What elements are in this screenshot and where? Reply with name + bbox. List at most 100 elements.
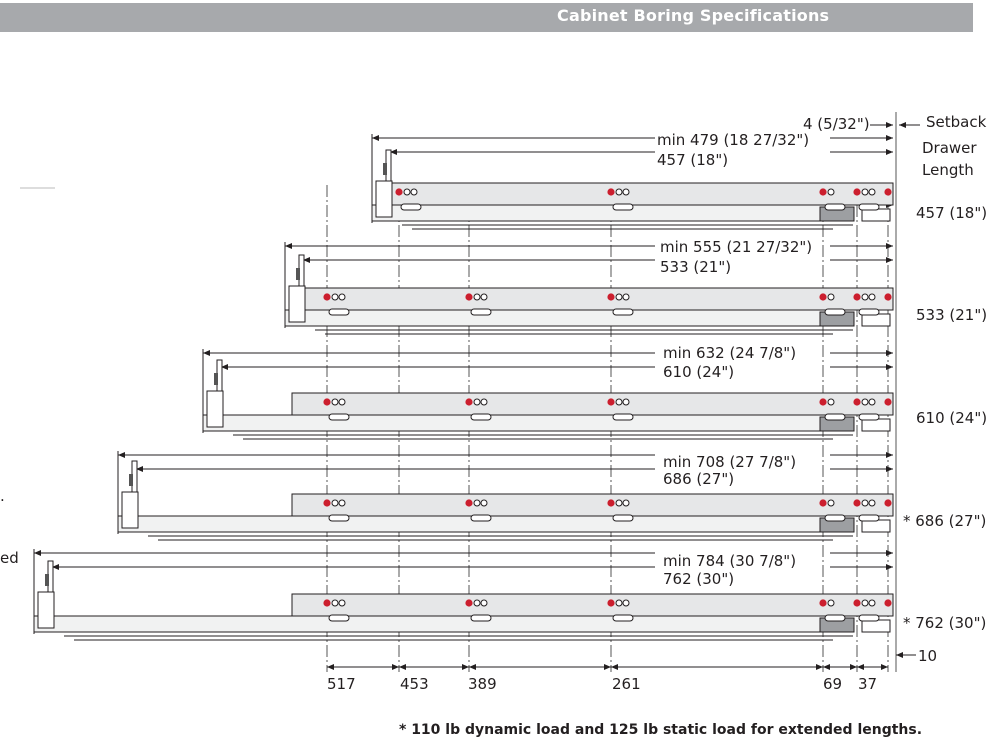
- row1-rear-bracket: [861, 208, 891, 222]
- row2-length-label: 533 (21"): [916, 306, 988, 324]
- row4-slot: [858, 514, 880, 522]
- dim-37: 37: [858, 675, 878, 693]
- arrowhead: [886, 135, 893, 141]
- row3-red-hole-end: [884, 398, 892, 406]
- dim-517: 517: [327, 675, 356, 693]
- row2-locking-grip: [296, 268, 300, 280]
- row4-red-hole: [323, 499, 331, 507]
- row1-hole: [827, 188, 835, 196]
- arrowhead: [221, 364, 228, 370]
- row2-hole: [480, 293, 488, 301]
- row3-hole: [473, 398, 481, 406]
- arrowhead: [118, 452, 125, 458]
- row1-drawer-member: [371, 204, 834, 222]
- row4-slot: [328, 514, 350, 522]
- arrowhead: [203, 350, 210, 356]
- row3-hole: [615, 398, 623, 406]
- row5-hole: [615, 599, 623, 607]
- arrowhead: [462, 664, 469, 670]
- dim-10: 10: [918, 647, 938, 665]
- row1-slot: [612, 203, 634, 211]
- row4-red-hole: [853, 499, 861, 507]
- row5-slot: [328, 614, 350, 622]
- row1-hole: [622, 188, 630, 196]
- row5-hole: [331, 599, 339, 607]
- row2-red-hole: [607, 293, 615, 301]
- row1-slot: [858, 203, 880, 211]
- row4-hole: [338, 499, 346, 507]
- row2-hole: [861, 293, 869, 301]
- left-cut-text-1: .: [0, 487, 5, 505]
- row1-front-bracket: [375, 180, 393, 218]
- row5-red-hole: [323, 599, 331, 607]
- arrowhead: [823, 664, 830, 670]
- row1-min-label: min 479 (18 27/32"): [657, 131, 810, 149]
- row2-slot: [612, 308, 634, 316]
- row3-slot: [858, 413, 880, 421]
- row5-slot: [824, 614, 846, 622]
- row1-red-hole-end: [884, 188, 892, 196]
- arrowhead: [52, 564, 59, 570]
- left-cut-text-2: ed: [0, 549, 19, 567]
- row2-red-hole: [853, 293, 861, 301]
- row2-hole: [868, 293, 876, 301]
- row4-hole: [331, 499, 339, 507]
- row5-hole: [622, 599, 630, 607]
- row5-slide-body: [291, 593, 894, 617]
- drawer-length-label-1: Drawer: [922, 139, 977, 157]
- arrowhead: [896, 652, 903, 658]
- arrowhead: [886, 257, 893, 263]
- row1-slide-body: [391, 182, 894, 206]
- arrowhead: [816, 664, 823, 670]
- row2-hole: [615, 293, 623, 301]
- arrowhead: [611, 664, 618, 670]
- row4-length-label: * 686 (27"): [903, 512, 987, 530]
- row2-min-label: min 555 (21 27/32"): [660, 238, 813, 256]
- row4-slot: [612, 514, 634, 522]
- row2-hole: [338, 293, 346, 301]
- row1-slot: [824, 203, 846, 211]
- row3-slot: [328, 413, 350, 421]
- row2-nominal-label: 533 (21"): [660, 258, 732, 276]
- row2-hole: [473, 293, 481, 301]
- row5-hole: [473, 599, 481, 607]
- row5-length-label: * 762 (30"): [903, 614, 987, 632]
- arrowhead: [327, 664, 334, 670]
- row5-min-label: min 784 (30 7/8"): [663, 552, 797, 570]
- row5-slot: [612, 614, 634, 622]
- row1-red-hole: [607, 188, 615, 196]
- row3-hole: [868, 398, 876, 406]
- row5-hole: [861, 599, 869, 607]
- header-bar: [0, 3, 973, 32]
- row1-length-label: 457 (18"): [916, 204, 988, 222]
- row3-nominal-label: 610 (24"): [663, 363, 735, 381]
- row3-hole: [338, 398, 346, 406]
- arrowhead: [886, 149, 893, 155]
- arrowhead: [850, 664, 857, 670]
- row4-rear-bracket: [861, 519, 891, 533]
- arrowhead: [886, 466, 893, 472]
- row3-red-hole: [607, 398, 615, 406]
- row4-hole: [615, 499, 623, 507]
- row3-rear-bracket: [861, 418, 891, 432]
- arrowhead: [392, 664, 399, 670]
- row2-hole: [622, 293, 630, 301]
- row3-red-hole: [819, 398, 827, 406]
- row2-slot: [824, 308, 846, 316]
- row4-slide-body: [291, 493, 894, 517]
- row1-red-hole: [853, 188, 861, 196]
- row3-length-label: 610 (24"): [916, 409, 988, 427]
- row5-red-hole: [607, 599, 615, 607]
- row4-hole: [868, 499, 876, 507]
- row5-hole: [338, 599, 346, 607]
- row2-red-hole: [819, 293, 827, 301]
- row3-hole: [331, 398, 339, 406]
- dim-453: 453: [400, 675, 429, 693]
- row2-slot: [858, 308, 880, 316]
- row1-red-hole: [395, 188, 403, 196]
- row4-slot: [470, 514, 492, 522]
- arrowhead: [881, 664, 888, 670]
- row4-red-hole: [607, 499, 615, 507]
- row4-front-bracket: [121, 491, 139, 529]
